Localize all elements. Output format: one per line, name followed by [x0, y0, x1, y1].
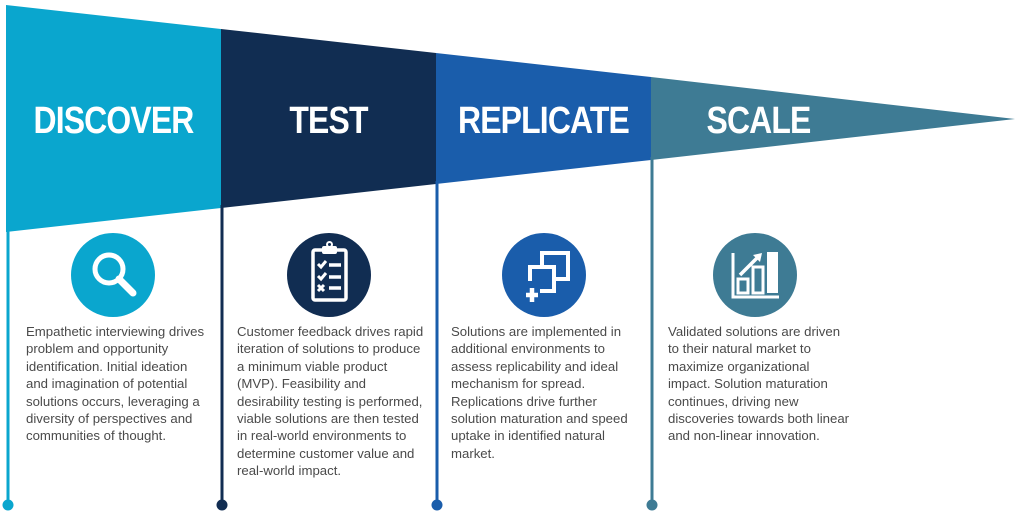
- segment-test: [221, 29, 436, 208]
- pole-dot-discover: [2, 499, 14, 511]
- stage-title-replicate: REPLICATE: [458, 100, 630, 142]
- stage-description-scale: Validated solutions are driven to their …: [668, 324, 850, 444]
- test-icon-badge: [287, 233, 371, 317]
- stage-description-test: Customer feedback drives rapid iteration…: [237, 324, 424, 479]
- segment-scale: [651, 77, 1015, 160]
- segment-replicate: [436, 53, 651, 184]
- duplicate-squares-icon: [526, 251, 570, 302]
- clipboard-checklist-icon: [311, 241, 348, 302]
- pole-test: [220, 205, 224, 506]
- stage-description-replicate: Solutions are implemented in additional …: [451, 324, 628, 461]
- pole-scale: [650, 157, 654, 506]
- growth-bar-chart-icon: [731, 252, 779, 299]
- pole-replicate: [435, 181, 439, 506]
- replicate-icon-badge: [502, 233, 586, 317]
- discover-icon-badge: [71, 233, 155, 317]
- stage-title-scale: SCALE: [706, 100, 811, 142]
- segment-discover: [6, 5, 221, 232]
- pole-dot-test: [216, 499, 228, 511]
- stage-title-test: TEST: [289, 100, 368, 142]
- pole-discover: [6, 228, 10, 506]
- scale-icon-badge: [713, 233, 797, 317]
- magnifying-glass-icon: [92, 252, 137, 297]
- pole-dot-replicate: [431, 499, 443, 511]
- stage-title-discover: DISCOVER: [33, 100, 194, 142]
- pole-dot-scale: [646, 499, 658, 511]
- stage-description-discover: Empathetic interviewing drives problem a…: [26, 324, 205, 444]
